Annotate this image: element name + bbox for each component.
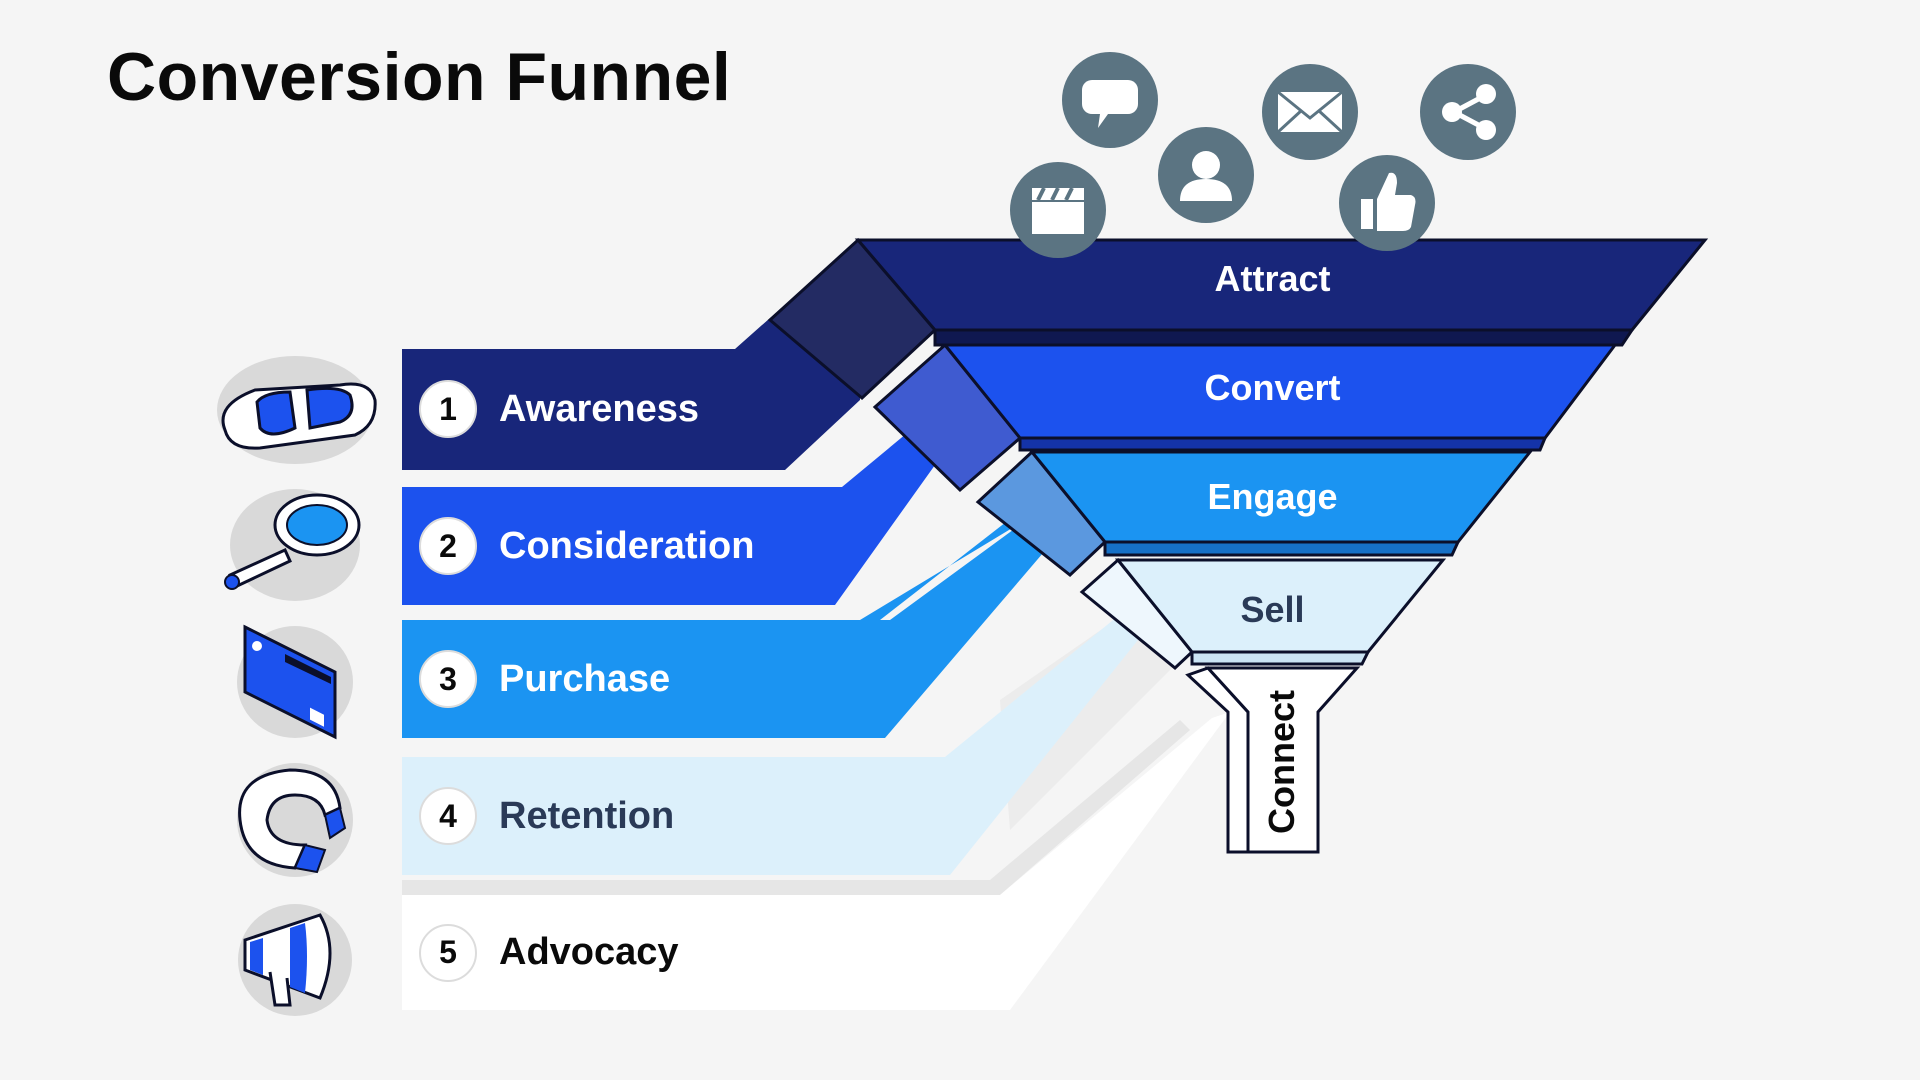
goggles-icon xyxy=(217,356,377,464)
share-icon xyxy=(1420,64,1516,160)
stage-label: Awareness xyxy=(499,387,699,430)
chat-bubble-icon xyxy=(1062,52,1158,148)
stage-band-awareness xyxy=(402,240,860,470)
stage-icons xyxy=(217,356,377,1016)
funnel-level-attract xyxy=(854,238,1709,347)
stage-number-badge: 3 xyxy=(419,650,477,708)
stage-number-badge: 5 xyxy=(419,923,477,982)
magnifying-glass-icon xyxy=(224,489,361,601)
thumbs-up-icon xyxy=(1339,155,1435,251)
stage-label: Consideration xyxy=(499,524,755,567)
stage-label: Retention xyxy=(499,794,675,837)
stage-number-badge: 2 xyxy=(419,517,477,575)
stage-number-badge: 4 xyxy=(419,787,477,845)
stage-band-advocacy xyxy=(402,712,1230,1010)
stage-band-consideration xyxy=(402,385,985,605)
social-icons xyxy=(1010,52,1516,258)
funnel-level-engage xyxy=(1028,450,1534,557)
stage-label: Advocacy xyxy=(499,931,679,973)
stage-band-retention xyxy=(402,590,1170,875)
funnel-spout xyxy=(1185,666,1361,854)
stage-row-advocacy: 5 Advocacy xyxy=(402,895,962,1010)
envelope-icon xyxy=(1262,64,1358,160)
stage-row-retention: 4 Retention xyxy=(402,757,962,875)
magnet-icon xyxy=(237,763,353,877)
stage-number-badge: 1 xyxy=(419,380,477,438)
funnel-level-convert xyxy=(941,343,1619,452)
stage-row-purchase: 3 Purchase xyxy=(402,620,962,738)
stage-row-consideration: 2 Consideration xyxy=(402,487,962,605)
user-icon xyxy=(1158,127,1254,223)
credit-card-icon xyxy=(237,624,353,740)
clapperboard-icon xyxy=(1010,162,1106,258)
megaphone-icon xyxy=(238,904,352,1016)
page-title: Conversion Funnel xyxy=(107,39,732,115)
stage-label: Purchase xyxy=(499,657,671,700)
funnel-level-sell xyxy=(1114,558,1447,666)
stage-row-awareness: 1 Awareness xyxy=(402,349,962,469)
